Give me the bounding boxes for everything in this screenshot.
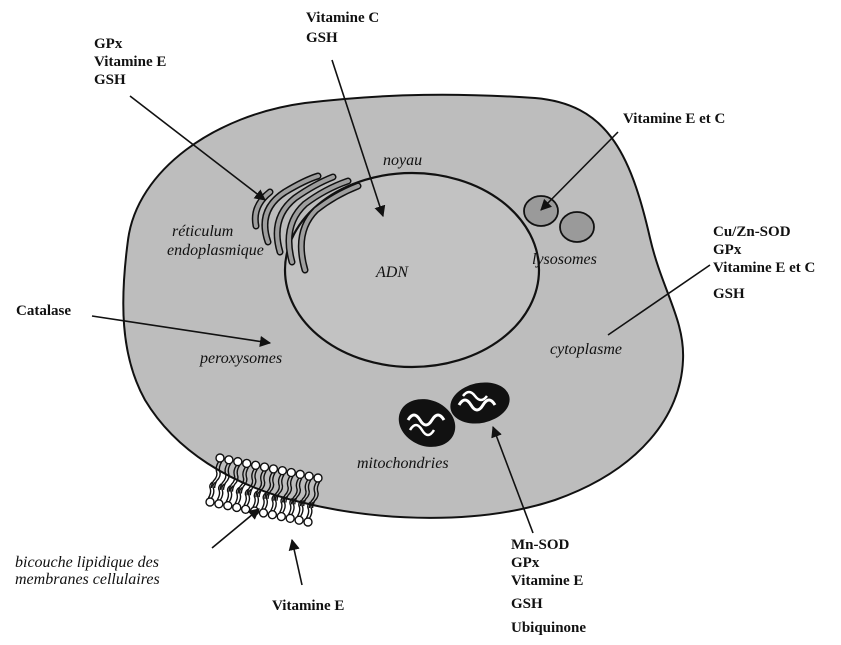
er-antioxidants: GPx Vitamine E GSH	[94, 36, 170, 88]
lipid-head	[295, 516, 303, 524]
label-mitochondria: mitochondries	[357, 455, 449, 472]
label-bilayer: bicouche lipidique des membranes cellula…	[15, 554, 163, 588]
lipid-head	[268, 511, 276, 519]
lipid-head	[234, 458, 242, 466]
lipid-head	[261, 463, 269, 471]
label-nucleus: noyau	[383, 152, 422, 169]
lipid-head	[314, 474, 322, 482]
membrane-antioxidant: Vitamine E	[272, 598, 344, 614]
lipid-head	[305, 472, 313, 480]
label-lysosomes: lysosomes	[532, 251, 597, 268]
lipid-head	[242, 505, 250, 513]
arrow-bilayer	[212, 509, 259, 548]
cytoplasm-antioxidants: Cu/Zn-SOD GPx Vitamine E et C GSH	[713, 224, 819, 302]
lipid-head	[215, 500, 223, 508]
peroxisome-antioxidant: Catalase	[16, 303, 71, 319]
lysosome-1	[524, 196, 558, 226]
label-peroxisomes: peroxysomes	[199, 350, 282, 367]
label-cytoplasm: cytoplasme	[550, 341, 622, 358]
lipid-head	[286, 514, 294, 522]
lipid-head	[216, 454, 224, 462]
mito-antioxidants: Mn-SOD GPx Vitamine E GSH Ubiquinone	[511, 537, 587, 636]
lysosome-2	[560, 212, 594, 242]
lipid-head	[243, 459, 251, 467]
lipid-head	[296, 470, 304, 478]
lipid-head	[252, 461, 260, 469]
lipid-head	[259, 509, 267, 517]
nucleus-antioxidants: Vitamine C GSH	[306, 10, 383, 46]
lipid-head	[277, 513, 285, 521]
lipid-head	[278, 467, 286, 475]
lipid-head	[225, 456, 233, 464]
lipid-head	[224, 502, 232, 510]
arrow-membrane-vitE	[292, 540, 302, 585]
lipid-head	[269, 465, 277, 473]
lysosome-antioxidants: Vitamine E et C	[623, 111, 725, 127]
lipid-head	[287, 469, 295, 477]
lipid-head	[304, 518, 312, 526]
lipid-head	[233, 503, 241, 511]
label-dna: ADN	[375, 264, 409, 281]
lipid-head	[206, 498, 214, 506]
